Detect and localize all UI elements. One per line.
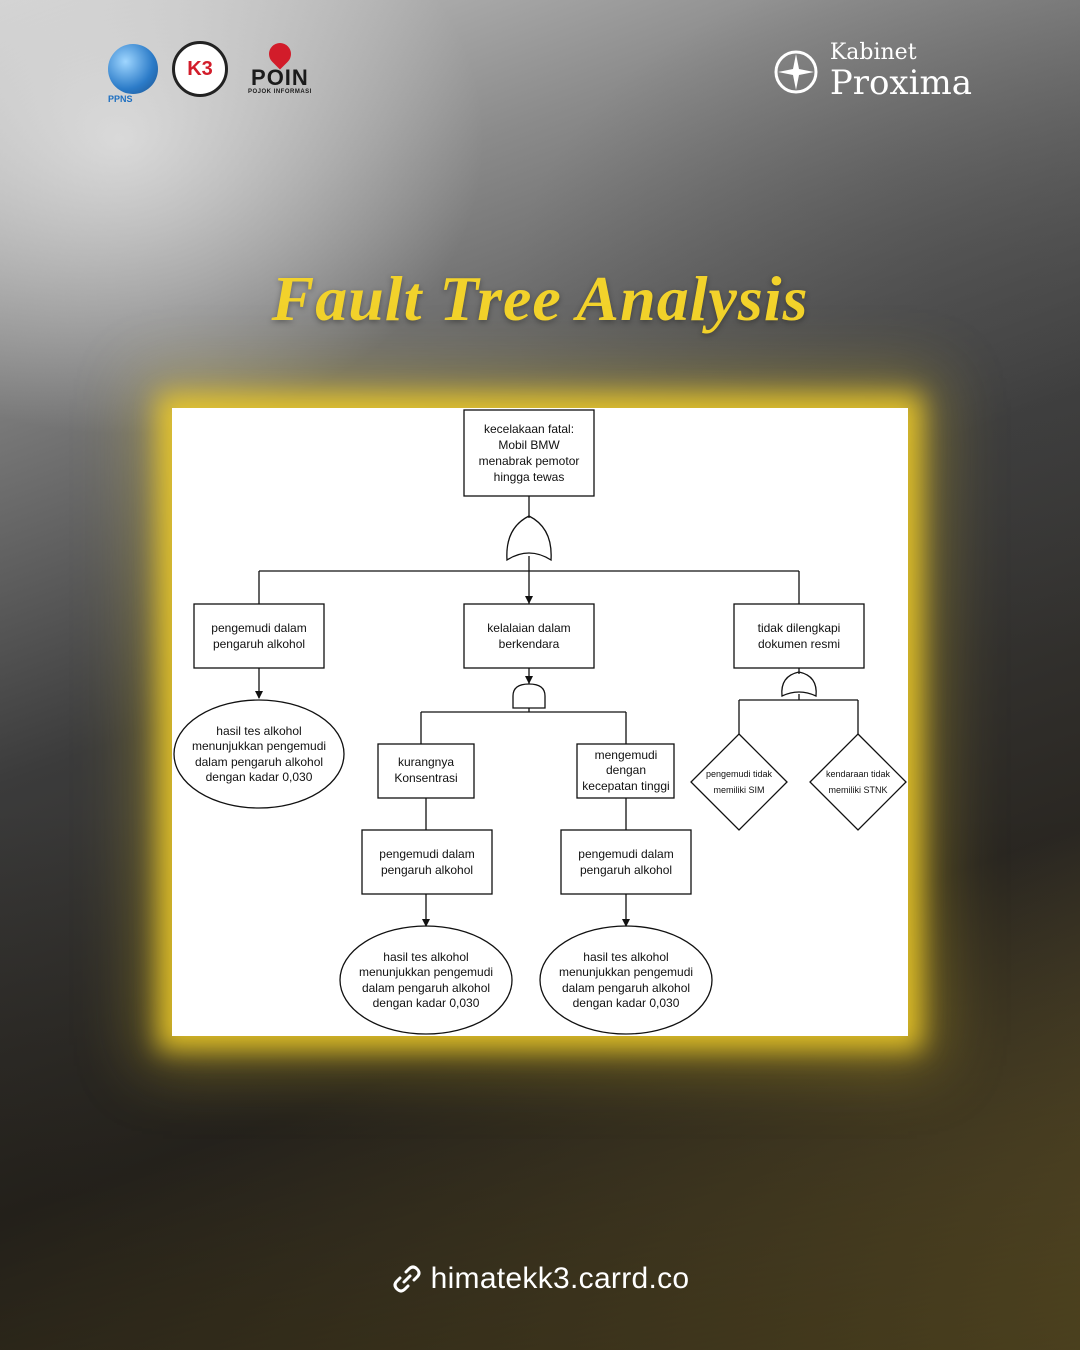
left-basic-line-1: hasil tes alkohol (216, 724, 301, 738)
level1-center-line-2: berkendara (499, 637, 560, 651)
center-basic-b-line-2: menunjukkan pengemudi (559, 965, 693, 979)
center-sub-b-line-2: pengaruh alkohol (580, 863, 672, 877)
partner-logos: PPNS K3 POIN POJOK INFORMASI (108, 36, 312, 102)
fault-tree-diagram: kecelakaan fatal: Mobil BMW menabrak pem… (172, 408, 908, 1036)
undeveloped-a-line-2: memiliki SIM (714, 785, 765, 795)
k3-badge: K3 (172, 41, 228, 97)
left-basic-line-2: menunjukkan pengemudi (192, 739, 326, 753)
undeveloped-b-line-2: memiliki STNK (828, 785, 887, 795)
level1-left-line-2: pengaruh alkohol (213, 637, 305, 651)
center-child-a-line-1: kurangnya (398, 755, 454, 769)
center-basic-b-line-3: dalam pengaruh alkohol (562, 981, 690, 995)
ppns-label: PPNS (108, 94, 133, 104)
center-sub-a-line-2: pengaruh alkohol (381, 863, 473, 877)
center-basic-b-line-4: dengan kadar 0,030 (573, 996, 680, 1010)
level1-center-line-1: kelalaian dalam (487, 621, 570, 635)
level1-right-box (734, 604, 864, 668)
star-orbit-icon (772, 48, 820, 96)
poin-subtitle: POJOK INFORMASI (248, 89, 312, 95)
kabinet-label: Kabinet (830, 40, 972, 65)
center-child-b-line-2: dengan (606, 763, 646, 777)
level1-right-line-1: tidak dilengkapi (758, 621, 841, 635)
ppns-globe-icon (108, 44, 158, 94)
center-sub-b-box (561, 830, 691, 894)
fault-tree-svg: kecelakaan fatal: Mobil BMW menabrak pem… (172, 408, 908, 1036)
kabinet-name: Proxima (830, 63, 972, 103)
left-basic-event (174, 700, 344, 808)
center-basic-a-line-4: dengan kadar 0,030 (373, 996, 480, 1010)
level1-right-line-2: dokumen resmi (758, 637, 840, 651)
center-basic-a-line-2: menunjukkan pengemudi (359, 965, 493, 979)
left-basic-line-4: dengan kadar 0,030 (206, 770, 313, 784)
undeveloped-event-b (810, 734, 906, 830)
k3-logo: K3 (172, 41, 228, 97)
footer-link[interactable]: himatekk3.carrd.co (0, 1262, 1080, 1296)
poin-logo: POIN POJOK INFORMASI (248, 43, 312, 95)
ppns-logo: PPNS (108, 44, 158, 94)
center-sub-a-box (362, 830, 492, 894)
level1-left-box (194, 604, 324, 668)
center-sub-b-line-1: pengemudi dalam (578, 847, 673, 861)
center-child-a-line-2: Konsentrasi (394, 771, 457, 785)
page-title: Fault Tree Analysis (0, 262, 1080, 336)
top-event-line-3: menabrak pemotor (479, 454, 580, 468)
footer-link-text[interactable]: himatekk3.carrd.co (431, 1262, 690, 1296)
center-basic-b-line-1: hasil tes alkohol (583, 950, 668, 964)
or-gate-top (507, 516, 551, 560)
kabinet-logo: Kabinet Proxima (772, 40, 972, 103)
center-child-b-line-1: mengemudi (595, 748, 658, 762)
and-gate-center (513, 684, 545, 708)
level1-center-box (464, 604, 594, 668)
top-event-line-1: kecelakaan fatal: (484, 422, 574, 436)
center-basic-event-b (540, 926, 712, 1034)
link-icon (391, 1263, 423, 1295)
undeveloped-b-line-1: kendaraan tidak (826, 769, 891, 779)
poin-title: POIN (251, 67, 309, 89)
left-basic-line-3: dalam pengaruh alkohol (195, 755, 323, 769)
center-basic-a-line-3: dalam pengaruh alkohol (362, 981, 490, 995)
undeveloped-event-a (691, 734, 787, 830)
undeveloped-a-line-1: pengemudi tidak (706, 769, 773, 779)
center-child-b-line-3: kecepatan tinggi (582, 779, 669, 793)
level1-left-line-1: pengemudi dalam (211, 621, 306, 635)
or-gate-right (782, 672, 816, 696)
center-basic-event-a (340, 926, 512, 1034)
top-event-line-2: Mobil BMW (498, 438, 560, 452)
center-sub-a-line-1: pengemudi dalam (379, 847, 474, 861)
center-basic-a-line-1: hasil tes alkohol (383, 950, 468, 964)
top-event-line-4: hingga tewas (494, 470, 565, 484)
